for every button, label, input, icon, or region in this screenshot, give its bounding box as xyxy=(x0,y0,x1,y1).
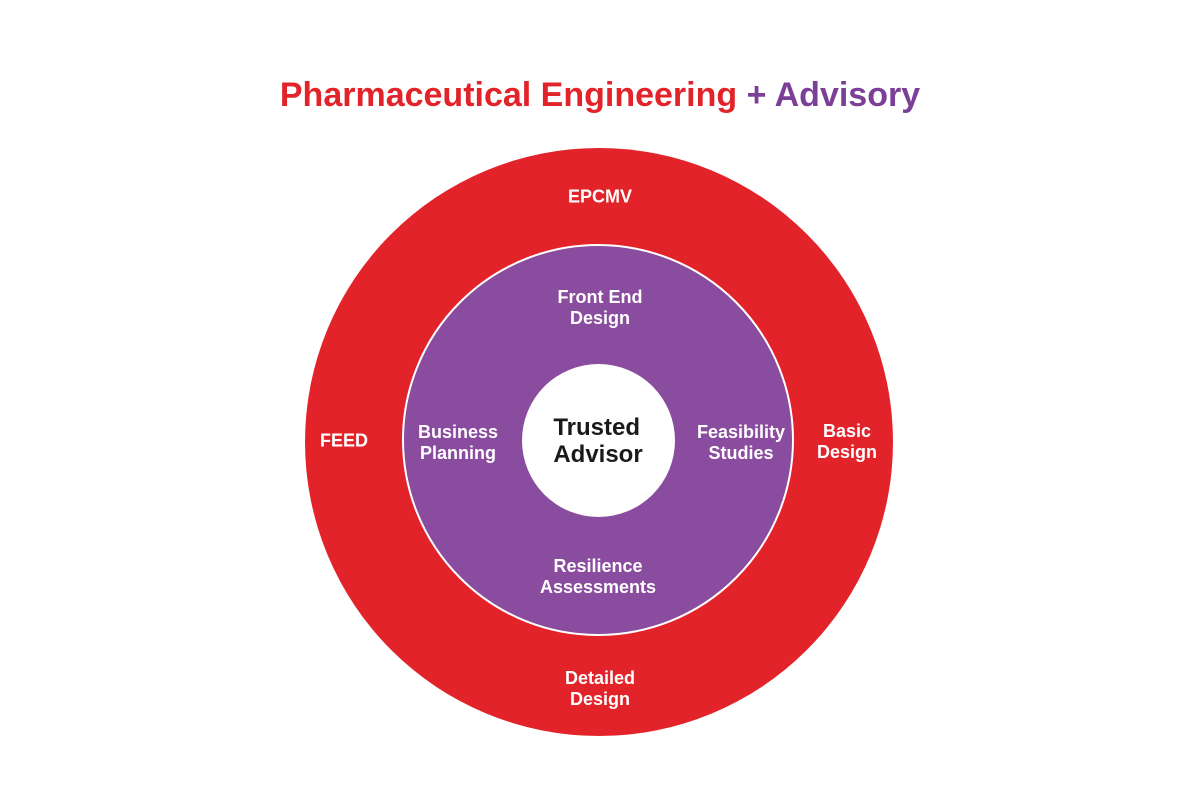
outer-ring-label-basic-design: Basic Design xyxy=(816,421,878,462)
outer-ring-label-feed: FEED xyxy=(319,430,369,451)
middle-ring-label-front-end-design: Front End Design xyxy=(557,287,643,328)
middle-ring-label-feasibility-studies: Feasibility Studies xyxy=(696,422,786,463)
outer-ring-label-epcmv: EPCMV xyxy=(567,186,633,207)
center-circle xyxy=(522,364,675,517)
outer-ring-label-detailed-design: Detailed Design xyxy=(564,668,636,709)
middle-ring-label-business-planning: Business Planning xyxy=(417,422,499,463)
middle-ring-label-resilience-assessments: Resilience Assessments xyxy=(539,556,657,597)
page-title: Pharmaceutical Engineering + Advisory xyxy=(0,76,1200,115)
title-purple-segment: + Advisory xyxy=(746,76,921,114)
title-red-segment: Pharmaceutical Engineering xyxy=(279,76,747,114)
center-label-trusted-advisor: Trusted Advisor xyxy=(553,414,643,468)
